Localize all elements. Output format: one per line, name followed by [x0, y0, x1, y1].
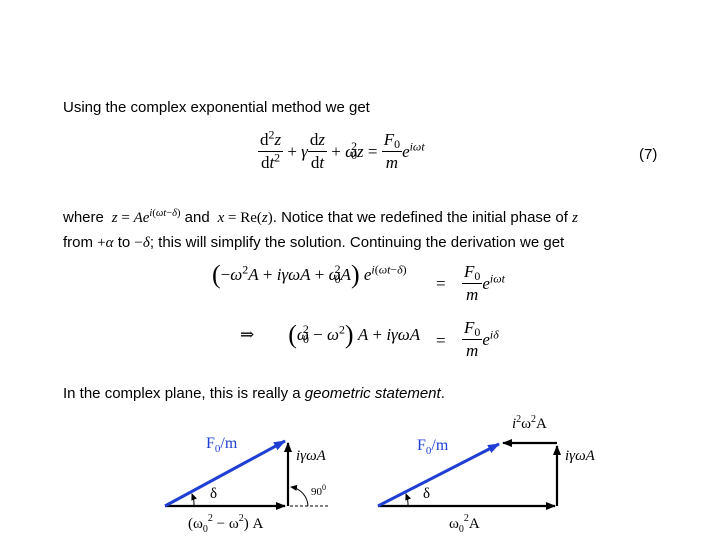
derivation-equals-1: = — [436, 274, 446, 293]
right-triangle-diagram: F0/m i2ω2A iγωA δ ω02A — [377, 414, 596, 535]
right-top-label: i2ω2A — [512, 414, 547, 432]
left-hypotenuse-vector — [164, 439, 286, 508]
left-hyp-label: F0/m — [206, 435, 238, 455]
intro-text: Using the complex exponential method we … — [63, 99, 370, 116]
left-base-label: (ω02 − ω2) A — [188, 513, 263, 535]
left-angle-arc — [191, 493, 197, 507]
left-vert-label: iγωA — [296, 448, 327, 464]
geometric-line: In the complex plane, this is really a g… — [63, 385, 445, 402]
from-line: from +α to −δ; this will simplify the so… — [63, 234, 565, 251]
right-base-label: ω02A — [449, 513, 480, 535]
left-triangle-diagram: F0/m iγωA δ 900 (ω02 − ω2) A — [164, 435, 328, 535]
derivation-line-1: ( −ω2A + iγωA + ω02A ) ei(ωt−δ) — [212, 260, 407, 289]
right-hyp-label: F0/m — [417, 437, 449, 457]
left-angle-label: δ — [210, 486, 217, 502]
right-vert-label: iγωA — [565, 448, 596, 464]
left-right-angle-arc — [290, 484, 309, 507]
right-angle-arc — [405, 493, 411, 507]
derivation-line-2: ⇒ ( ω02 − ω2 ) A + iγωA — [240, 320, 421, 349]
where-line: where z = Aei(ωt−δ) and x = Re(z). Notic… — [63, 208, 578, 226]
left-right-angle-label: 900 — [311, 483, 326, 498]
equation-number: (7) — [639, 146, 658, 163]
right-hypotenuse-vector — [377, 442, 500, 508]
right-angle-label: δ — [423, 486, 430, 502]
derivation-equals-2: = — [436, 331, 446, 350]
